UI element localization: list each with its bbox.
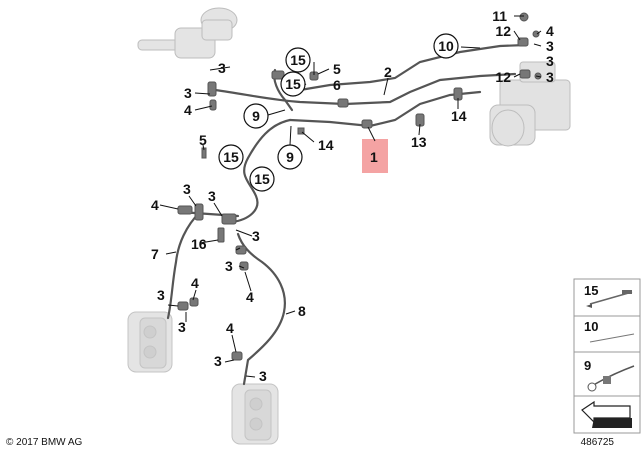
part-number: 7 [151,246,159,262]
part-numbers: 11 12 4 3 3 12 3 2 5 6 14 13 14 1 3 3 4 … [151,8,554,384]
part-number: 4 [191,275,199,291]
legend-item-10: 10 [584,319,598,334]
part-number: 3 [184,85,192,101]
part-number: 3 [546,38,554,54]
part-number: 14 [318,137,334,153]
circle-label-15d: 15 [249,166,275,192]
part-number-1[interactable]: 1 [370,149,378,165]
part-number: 13 [411,134,427,150]
part-number: 4 [151,197,159,213]
brake-line-15 [230,118,292,224]
part-number: 4 [546,23,554,39]
part-number: 16 [191,236,207,252]
part-number: 3 [208,188,216,204]
part-number: 11 [492,8,507,24]
part-number: 2 [384,64,392,80]
part-number: 12 [495,23,511,39]
front-brake-caliper [127,311,173,373]
part-number: 5 [199,132,207,148]
arrow-icon [581,400,632,428]
part-number: 14 [451,108,467,124]
brake-line-2 [213,72,517,106]
circle-label-15c: 15 [218,144,244,170]
callout-15: 15 [223,149,239,165]
rear-brake-caliper [231,383,279,445]
part-number: 8 [298,303,306,319]
handlebar-master-cylinder [137,7,238,59]
part-number: 3 [252,228,260,244]
part-number: 3 [178,319,186,335]
circle-label-9a: 9 [243,103,269,129]
part-number: 3 [157,287,165,303]
callout-15: 15 [290,52,306,68]
circle-label-10: 10 [433,33,459,59]
part-number: 3 [259,368,267,384]
part-number: 3 [225,258,233,274]
part-1-highlight[interactable] [362,139,388,173]
brake-line-7 [166,210,202,320]
callout-9: 9 [252,108,260,124]
part-number: 4 [184,102,192,118]
legend-item-9: 9 [584,358,591,373]
callout-9: 9 [286,149,294,165]
circle-label-15b: 15 [280,71,306,97]
part-number: 4 [226,320,234,336]
brake-line-1 [288,90,482,128]
part-number: 4 [246,289,254,305]
callout-15: 15 [254,171,270,187]
part-number: 3 [546,69,554,85]
callout-10: 10 [438,38,454,54]
part-number: 3 [183,181,191,197]
part-number: 3 [546,53,554,69]
part-number: 5 [333,61,341,77]
copyright-text: © 2017 BMW AG [6,437,83,448]
fittings [177,12,542,361]
brake-line-8 [236,232,286,386]
abs-unit [489,61,571,147]
brake-line-10 [298,43,528,92]
diagram-number: 486725 [581,437,615,448]
callout-15: 15 [285,76,301,92]
part-number: 6 [333,77,341,93]
circle-label-9b: 9 [277,144,303,170]
legend-item-15: 15 [584,283,598,298]
part-number: 3 [214,353,222,369]
brake-lines [166,43,528,386]
part-number: 3 [218,60,226,76]
circle-label-15a: 15 [285,47,311,73]
part-number: 12 [495,69,511,85]
legend-box: 15 10 9 [573,278,641,434]
